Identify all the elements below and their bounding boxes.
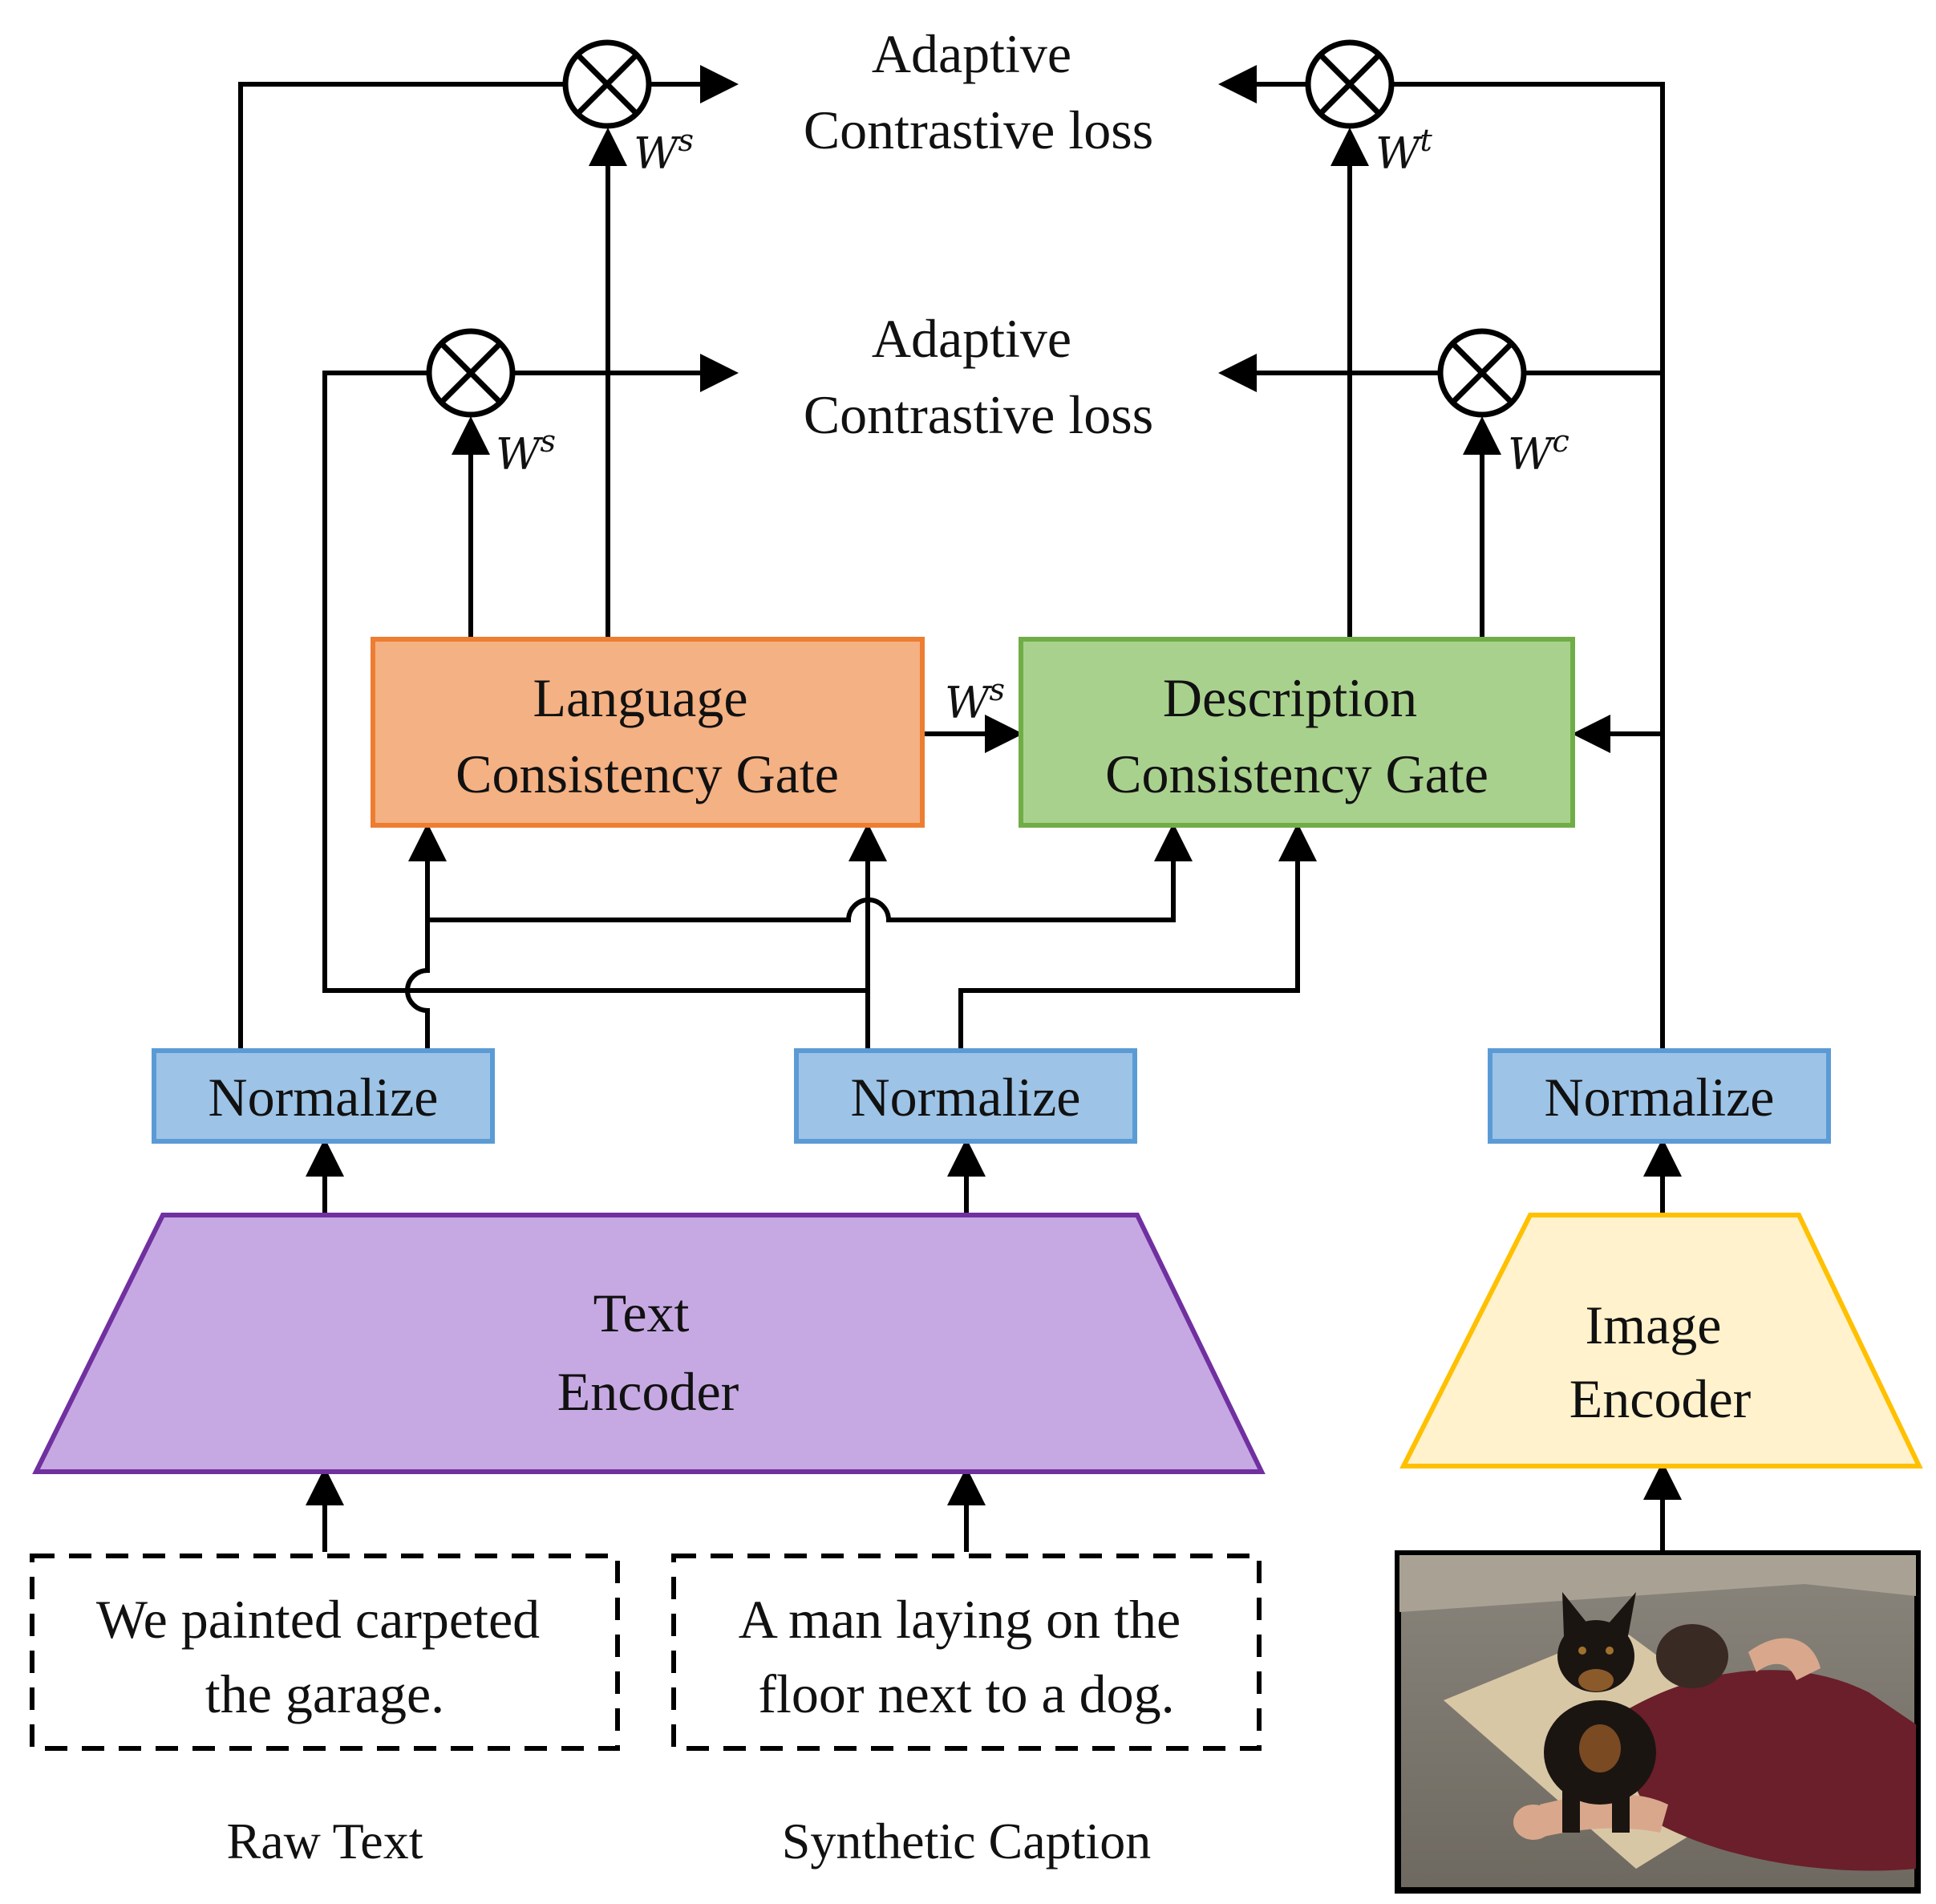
weight-label-between-gates: Ws <box>945 672 1005 728</box>
loss-label-middle: Adaptive Contrastive loss <box>804 308 1153 445</box>
normalize-box-raw: Normalize <box>152 1048 495 1144</box>
svg-text:Normalize: Normalize <box>209 1067 439 1128</box>
normalize-box-synthetic: Normalize <box>794 1048 1137 1144</box>
synthetic-caption-caption: Synthetic Caption <box>782 1813 1151 1870</box>
wire-raw-to-desc-gate <box>427 897 1173 922</box>
wire-image-to-top-mult <box>1394 82 1665 1049</box>
circled-times-icon <box>562 39 652 129</box>
dog-and-man-photo <box>1395 1550 1921 1894</box>
circled-times-icon <box>1305 39 1395 129</box>
synthetic-caption-sample: A man laying on the floor next to a dog. <box>739 1589 1194 1724</box>
connection-wires <box>238 65 1682 1552</box>
raw-text-input-box: We painted carpeted the garage. <box>30 1554 620 1751</box>
language-gate-label: Language Consistency Gate <box>456 667 839 804</box>
synthetic-caption-input-box: A man laying on the floor next to a dog. <box>671 1554 1262 1751</box>
image-encoder: Image Encoder <box>1399 1213 1923 1469</box>
weight-label-top-right: Wt <box>1375 123 1433 179</box>
wire-synthetic-to-mid-mult <box>322 371 868 993</box>
description-gate-label: Description Consistency Gate <box>1105 667 1488 804</box>
text-encoder: Text Encoder <box>32 1213 1266 1474</box>
loss-label-top: Adaptive Contrastive loss <box>804 23 1153 160</box>
text-encoder-label: Text Encoder <box>557 1282 739 1422</box>
circled-times-icon <box>426 328 516 418</box>
weight-label-mid-right: Wc <box>1508 423 1569 480</box>
weight-label-mid-left: Ws <box>496 423 556 480</box>
language-consistency-gate: Language Consistency Gate <box>371 637 925 828</box>
image-encoder-label: Image Encoder <box>1569 1294 1752 1429</box>
weight-label-top-left: Ws <box>634 123 694 179</box>
wire-raw-norm-up <box>405 823 447 1049</box>
circled-times-icon <box>1437 328 1527 418</box>
normalize-box-image: Normalize <box>1488 1048 1831 1144</box>
raw-text-sample: We painted carpeted the garage. <box>96 1589 553 1724</box>
description-consistency-gate: Description Consistency Gate <box>1019 637 1575 828</box>
svg-text:Normalize: Normalize <box>1545 1067 1775 1128</box>
wire-synth-to-desc-gate <box>958 988 1298 1049</box>
wire-raw-to-top-mult <box>238 82 563 1049</box>
raw-text-caption: Raw Text <box>227 1813 423 1870</box>
svg-text:Normalize: Normalize <box>851 1067 1081 1128</box>
